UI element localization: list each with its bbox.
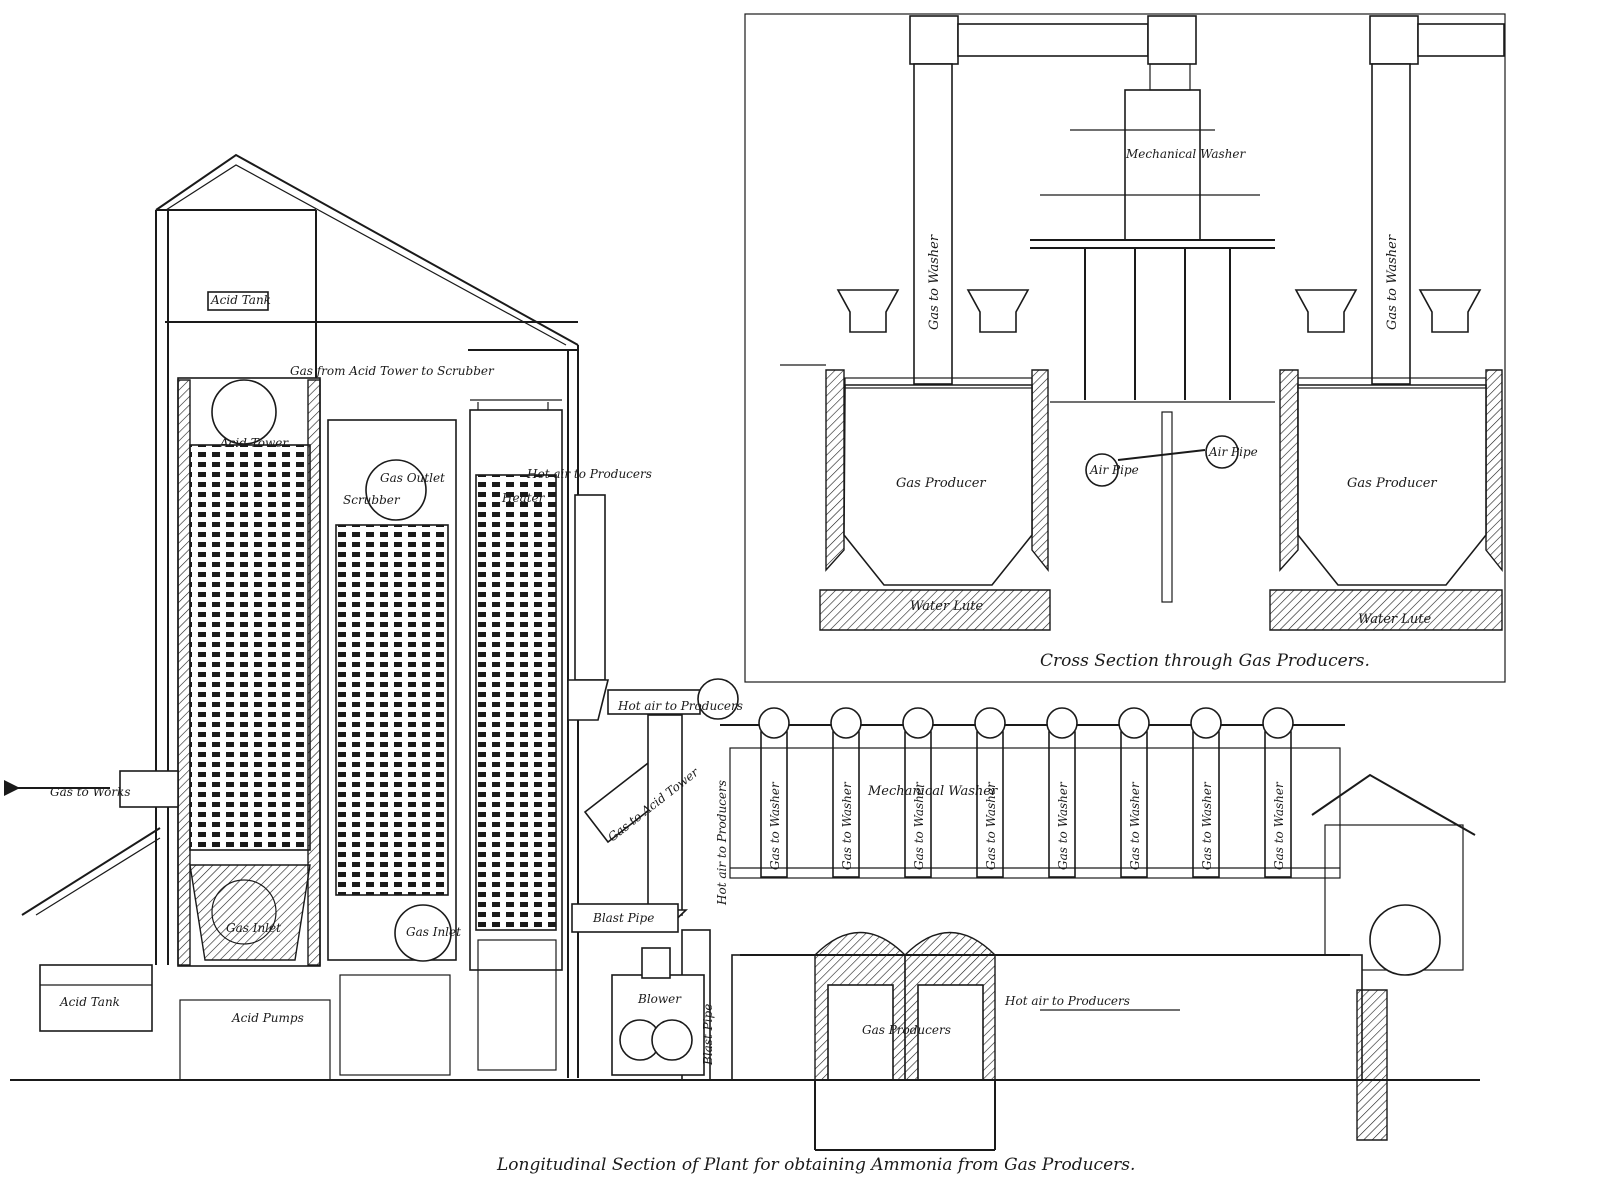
cross-section-panel: [744, 13, 1506, 683]
acid-pumps-label: Acid Pumps: [231, 1011, 304, 1025]
roof: [155, 153, 579, 346]
hopper-row: [836, 289, 1482, 333]
cross-section-caption: Cross Section through Gas Producers.: [1040, 651, 1370, 671]
gas-to-washer-long-label-8: Gas to Washer: [1272, 781, 1286, 870]
blast-pipe-h-label: Blast Pipe: [592, 911, 654, 925]
gas-to-washer-long-labels: Gas to Washer Gas to Washer Gas to Washe…: [768, 781, 1286, 870]
gas-producer-label-right: Gas Producer: [1347, 476, 1437, 491]
hot-air-to-producers-top-label: Hot air to Producers: [526, 467, 652, 481]
hot-air-to-producers-low-label: Hot air to Producers: [1004, 994, 1130, 1008]
hot-air-to-producers-mid-label: Hot air to Producers: [617, 699, 743, 713]
gas-producer-left: [819, 369, 1051, 631]
gas-to-washer-long-label-5: Gas to Washer: [1056, 781, 1070, 870]
air-pipe-label-left: Air Pipe: [1089, 463, 1139, 477]
air-pipe-right: [1205, 435, 1239, 469]
gas-to-washer-pipe-right: [1371, 63, 1411, 385]
mechanical-washer-house: [729, 747, 1341, 879]
blower-label: Blower: [637, 992, 682, 1006]
washer-pipe-columns: [758, 707, 1294, 878]
water-lute-label-right: Water Lute: [1358, 612, 1431, 627]
gas-to-washer-long-label-4: Gas to Washer: [984, 781, 998, 870]
acid-tank-top-label: Acid Tank: [210, 293, 271, 307]
water-lute-label-left: Water Lute: [910, 599, 983, 614]
acid-tank-bottom-label: Acid Tank: [59, 995, 120, 1009]
gas-to-washer-long-label-7: Gas to Washer: [1200, 781, 1214, 870]
blast-pipe-v-label: Blast Pipe: [701, 1004, 715, 1066]
gas-to-washer-label-right: Gas to Washer: [1385, 234, 1400, 330]
hot-air-to-producers-vert-label: Hot air to Producers: [715, 780, 729, 906]
longitudinal-caption: Longitudinal Section of Plant for obtain…: [496, 1155, 1135, 1175]
mechanical-washer-cross-label: Mechanical Washer: [1125, 147, 1247, 161]
gas-to-washer-pipe-left: [913, 63, 953, 385]
gas-to-washer-long-label-6: Gas to Washer: [1128, 781, 1142, 870]
acid-tank-top: [207, 291, 269, 311]
gas-to-washer-long-label-3: Gas to Washer: [912, 781, 926, 870]
mechanical-washer-box: [1124, 89, 1201, 241]
gas-to-washer-label-left: Gas to Washer: [927, 234, 942, 330]
longitudinal-section: [4, 153, 1480, 1151]
gas-producer-right: [1269, 369, 1503, 631]
blast-pipe: [571, 903, 679, 933]
acid-tower-label: Acid Tower: [219, 436, 289, 450]
heater-label: Heater: [501, 491, 546, 505]
gas-inlet-scrubber-label: Gas Inlet: [406, 925, 461, 939]
gas-producer-label-left: Gas Producer: [896, 476, 986, 491]
gas-to-works-pipe: [119, 770, 179, 808]
gas-to-washer-long-label-2: Gas to Washer: [840, 781, 854, 870]
scrubber-label: Scrubber: [343, 493, 401, 507]
gas-from-acid-tower-label: Gas from Acid Tower to Scrubber: [290, 364, 495, 378]
acid-tank-bottom: [39, 964, 153, 1032]
gas-producers-long-label: Gas Producers: [862, 1023, 951, 1037]
gas-inlet-acid-label: Gas Inlet: [226, 921, 281, 935]
gas-to-washer-long-label-1: Gas to Washer: [768, 781, 782, 870]
gas-outlet-label: Gas Outlet: [380, 471, 445, 485]
air-pipe-label-right: Air Pipe: [1208, 445, 1258, 459]
gas-to-works-label: Gas to Works: [50, 785, 130, 799]
mechanical-washer-long-label: Mechanical Washer: [867, 784, 998, 799]
air-pipe-left: [1085, 453, 1119, 487]
